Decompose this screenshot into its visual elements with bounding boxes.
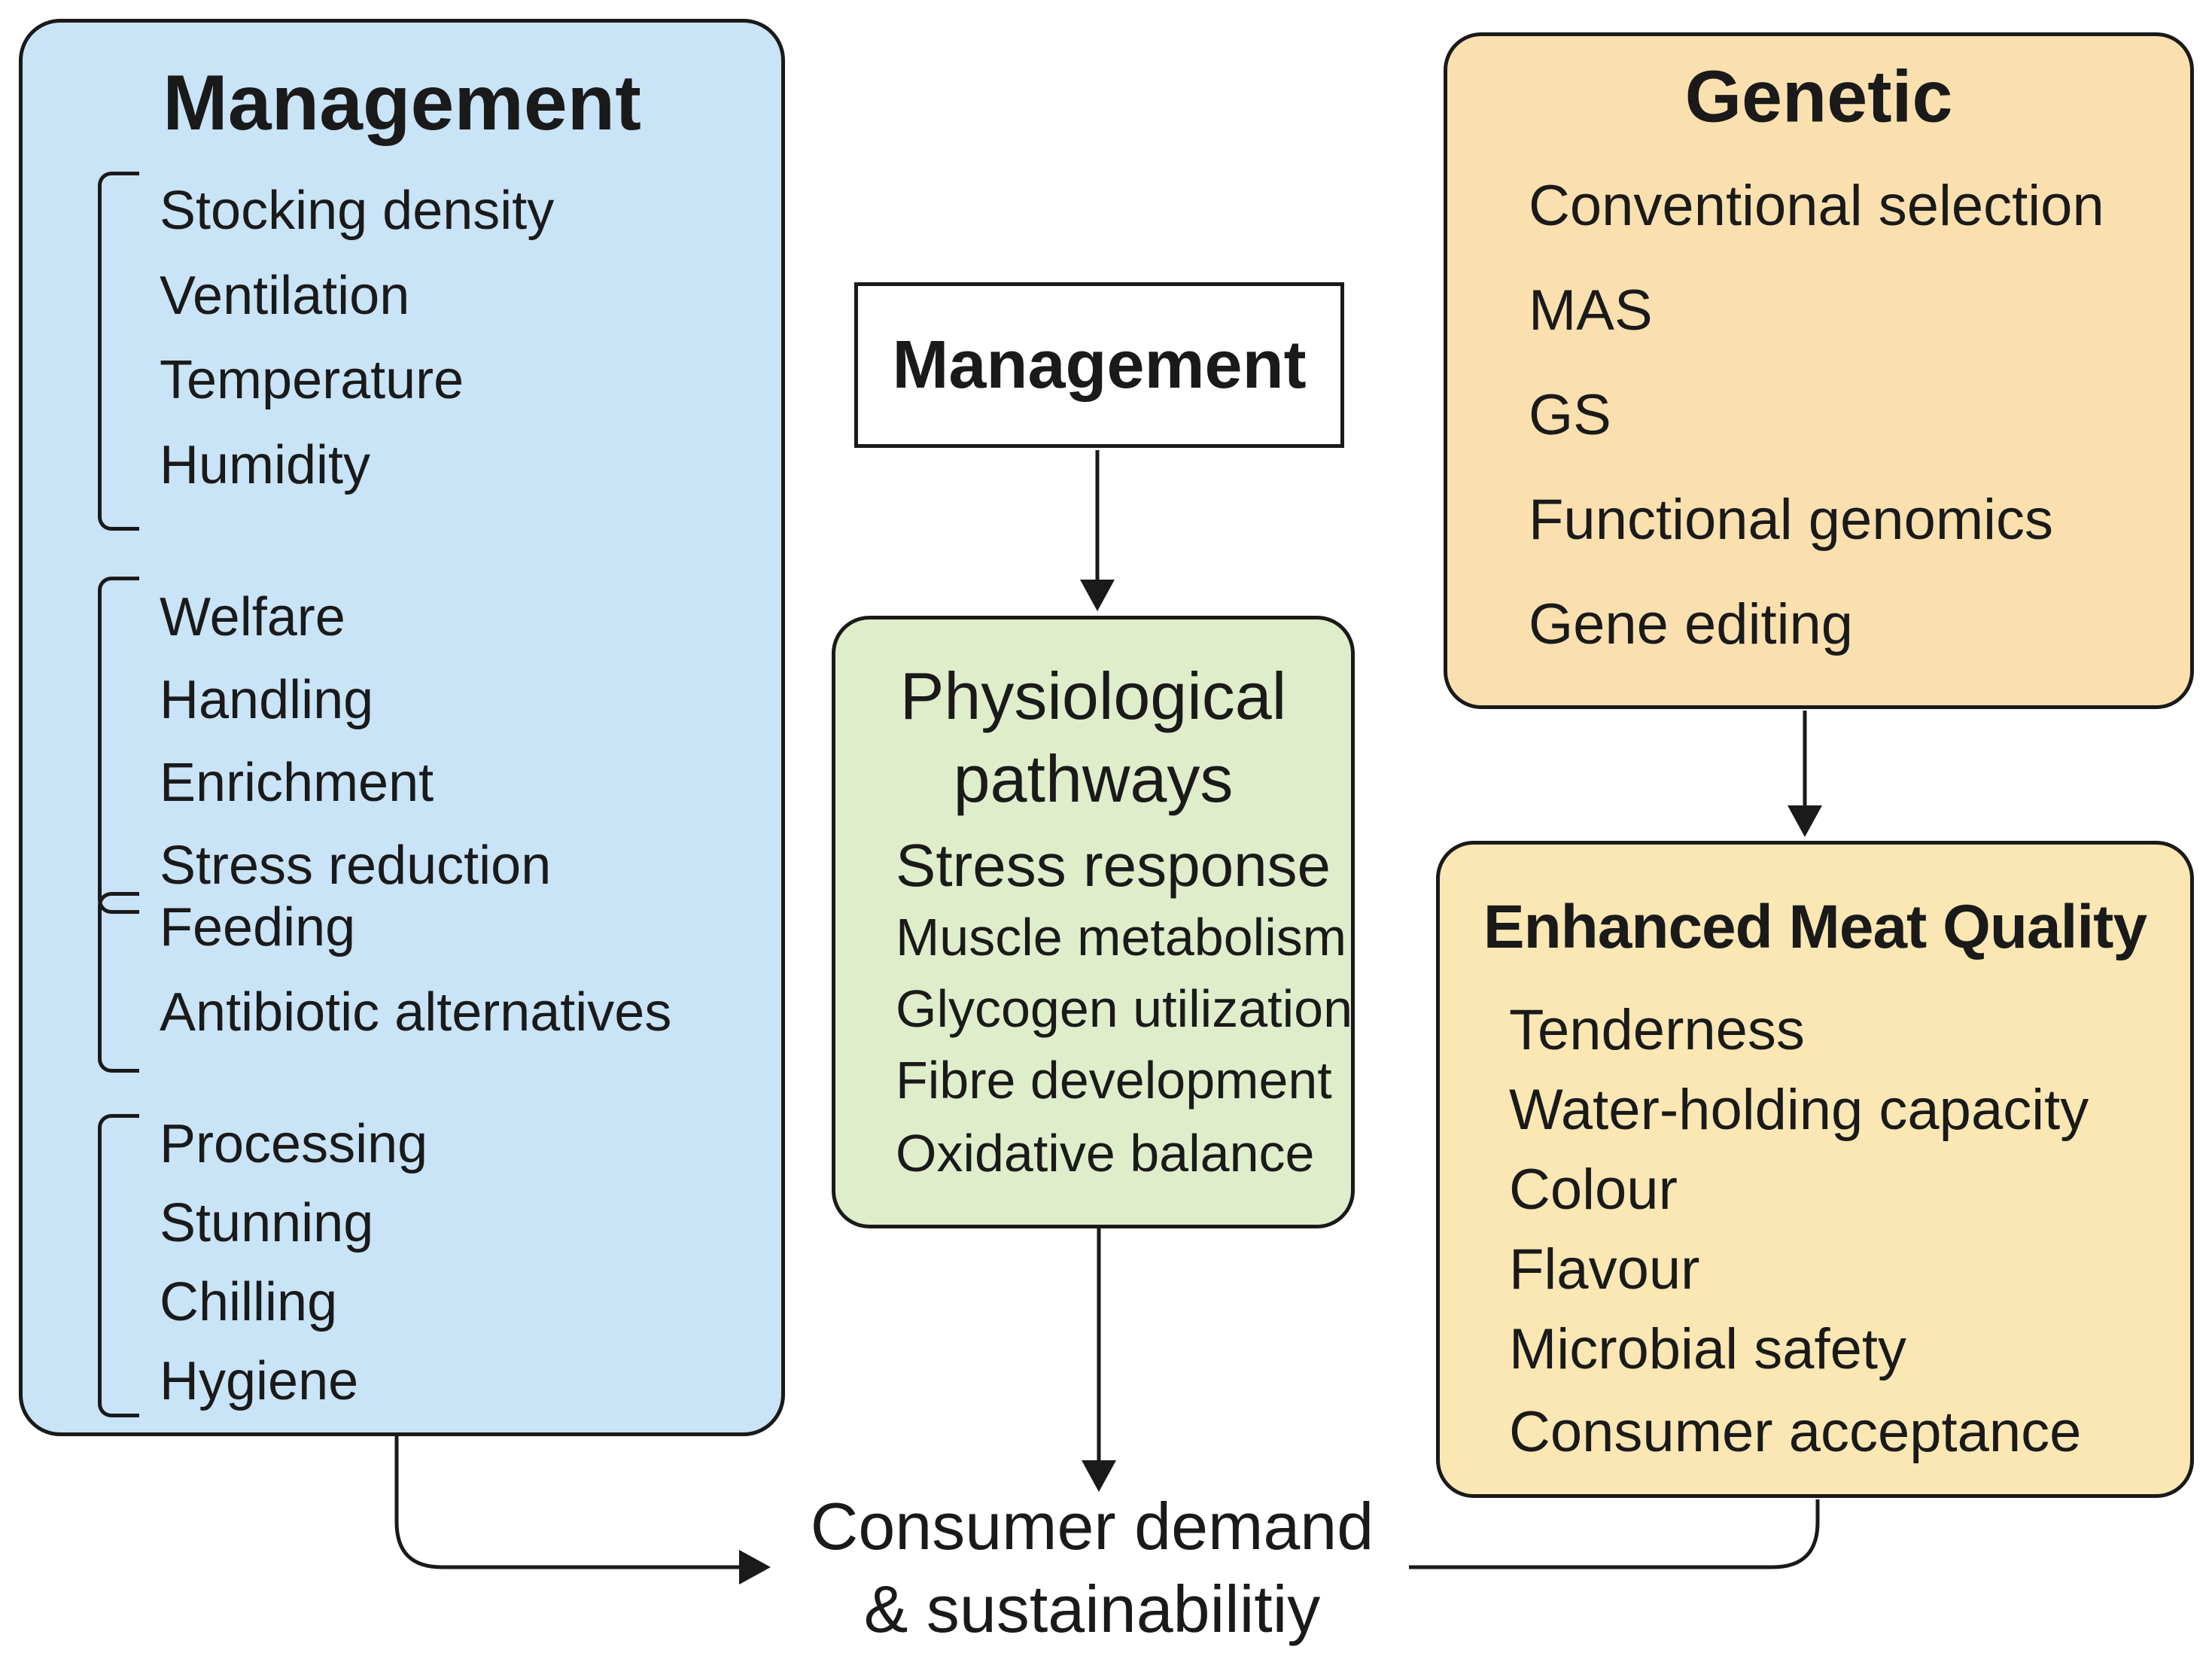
list-item: Flavour xyxy=(1509,1237,1700,1301)
list-item: Feeding xyxy=(160,897,356,957)
arrow-management-panel-to-consumer xyxy=(394,1436,739,1569)
physiological-pathways-node xyxy=(832,616,1355,1228)
group-bracket-feeding xyxy=(98,892,139,1073)
group-bracket-welfare xyxy=(98,577,139,914)
management-node: Management xyxy=(854,282,1344,448)
arrowhead-pathways-to-consumer xyxy=(1082,1460,1116,1492)
list-item: Tenderness xyxy=(1509,998,1805,1062)
list-item: Conventional selection xyxy=(1529,174,2104,238)
list-item: Oxidative balance xyxy=(896,1124,1315,1183)
pathways-title-line1: Physiological xyxy=(899,659,1287,733)
list-item: Fibre development xyxy=(896,1051,1332,1110)
list-item: Processing xyxy=(160,1114,428,1174)
list-item: Hygiene xyxy=(160,1351,359,1411)
list-item: Humidity xyxy=(160,435,371,495)
arrowhead-genetic-to-meat-quality xyxy=(1788,805,1822,837)
list-item: Chilling xyxy=(160,1272,338,1332)
list-item: Consumer acceptance xyxy=(1509,1400,2082,1464)
list-item: Muscle metabolism xyxy=(896,908,1347,966)
list-item: Colour xyxy=(1509,1158,1678,1222)
list-item: Gene editing xyxy=(1529,592,1853,656)
list-item: Welfare xyxy=(160,587,345,647)
list-item: Stress response xyxy=(896,832,1331,899)
genetic-panel xyxy=(1444,32,2194,709)
list-item: Temperature xyxy=(160,350,464,410)
list-item: MAS xyxy=(1529,279,1653,342)
group-bracket-processing xyxy=(98,1114,139,1417)
consumer-demand-label-line2: & sustainabilitiy xyxy=(863,1572,1321,1646)
pathways-title-line2: pathways xyxy=(953,741,1234,816)
list-item: Glycogen utilization xyxy=(896,979,1352,1038)
group-bracket-housing xyxy=(98,172,139,531)
list-item: Enrichment xyxy=(160,753,434,813)
consumer-demand-label-line1: Consumer demand xyxy=(810,1489,1374,1563)
line-meat-quality-to-consumer xyxy=(1409,1499,1820,1569)
genetic-panel-title: Genetic xyxy=(1684,55,1953,138)
list-item: Water-holding capacity xyxy=(1509,1078,2089,1142)
list-item: Handling xyxy=(160,670,374,730)
list-item: Antibiotic alternatives xyxy=(160,982,672,1043)
management-panel xyxy=(19,19,785,1436)
management-panel-title: Management xyxy=(163,59,641,147)
arrowhead-management-node-to-pathways xyxy=(1080,580,1115,611)
list-item: Ventilation xyxy=(160,266,410,326)
enhanced-meat-quality-title: Enhanced Meat Quality xyxy=(1483,893,2147,961)
arrowhead-management-panel-to-consumer xyxy=(739,1550,771,1584)
list-item: Stunning xyxy=(160,1193,374,1253)
list-item: Microbial safety xyxy=(1509,1317,1906,1381)
list-item: Functional genomics xyxy=(1529,488,2054,552)
enhanced-meat-quality-panel xyxy=(1436,841,2194,1498)
management-node-label: Management xyxy=(892,327,1307,403)
list-item: Stress reduction xyxy=(160,836,552,896)
list-item: Stocking density xyxy=(160,181,555,241)
list-item: GS xyxy=(1529,383,1611,447)
